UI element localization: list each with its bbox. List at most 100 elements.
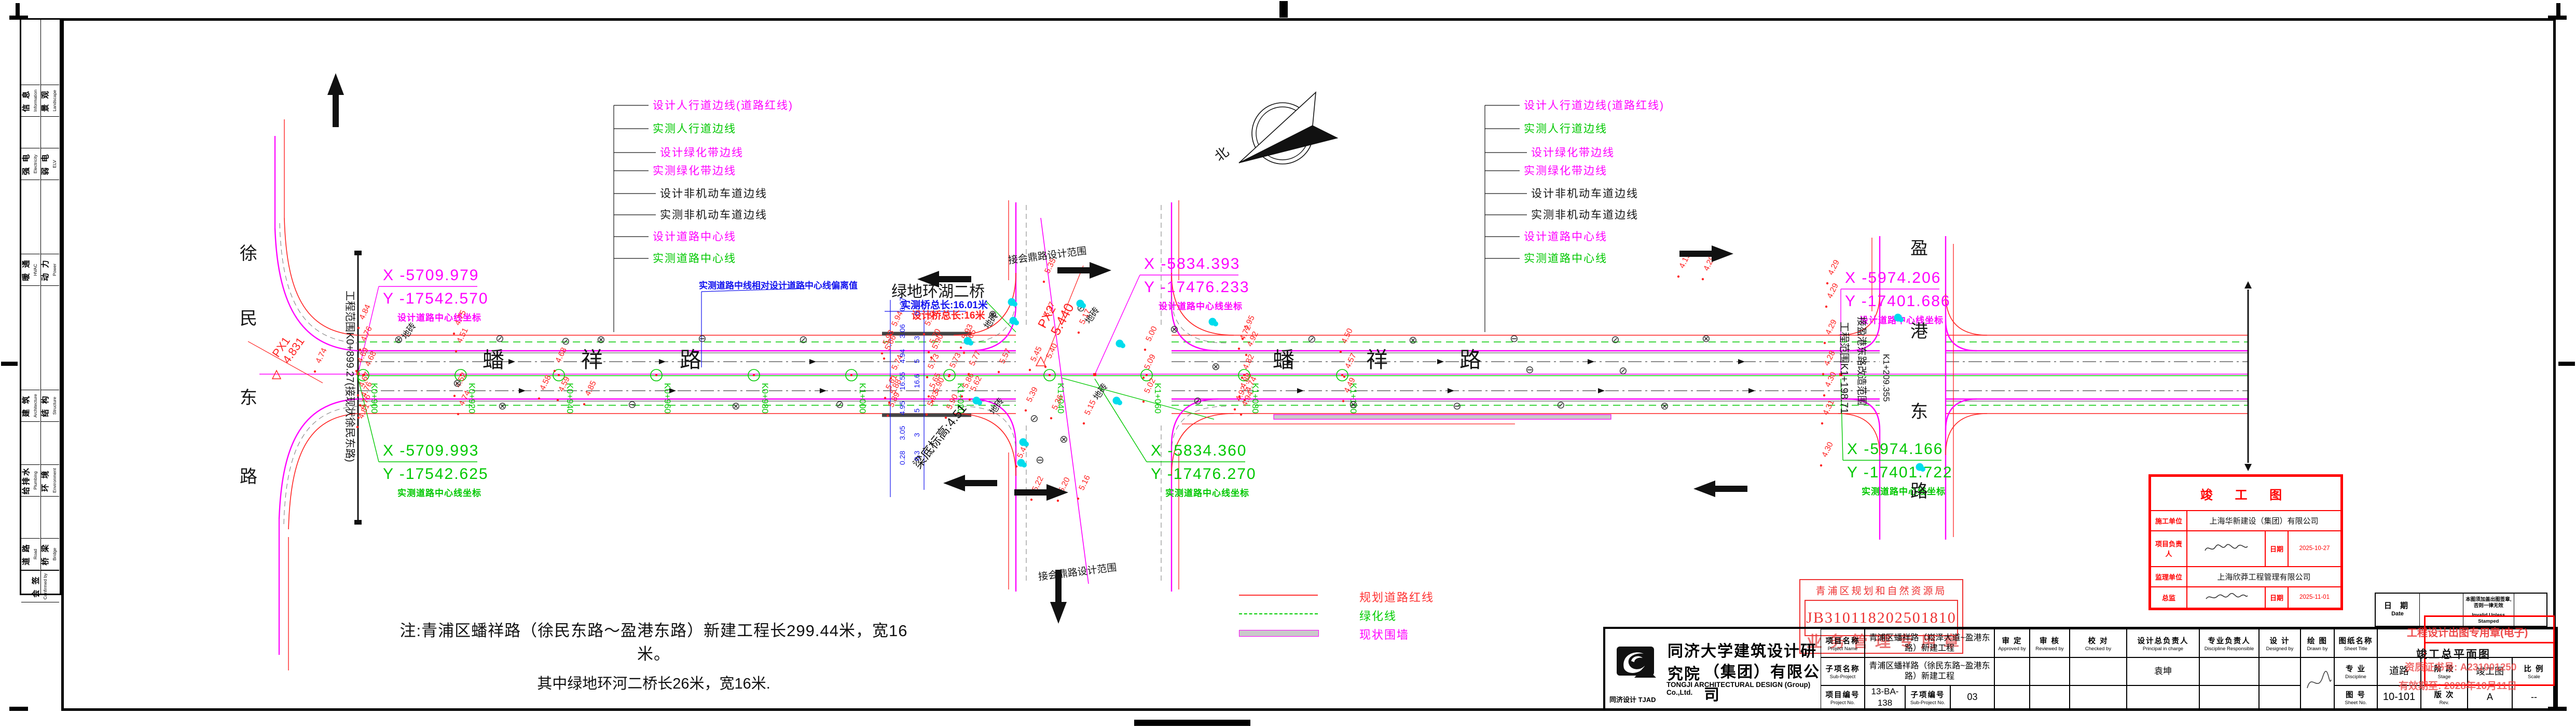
- svg-text:3: 3: [913, 433, 921, 437]
- svg-text:K1+100: K1+100: [1348, 383, 1358, 414]
- authority-name: 青浦区规划和自然资源局: [1815, 586, 1947, 597]
- subproject-value: 青浦区蟠祥路（徐民东路~盈港东路）新建工程: [1865, 657, 1994, 685]
- date-label: 日期: [2265, 586, 2289, 609]
- svg-text:K1+080: K1+080: [1250, 383, 1260, 414]
- svg-text:Y -17401.686: Y -17401.686: [1845, 293, 1951, 310]
- sheet-title-value: [2377, 629, 2556, 657]
- svg-text:⊘: ⊘: [1611, 334, 1620, 346]
- sheet-no-value: 10-101: [2377, 685, 2421, 709]
- svg-text:Y -17542.625: Y -17542.625: [383, 465, 489, 483]
- svg-text:港: 港: [1910, 322, 1928, 341]
- svg-text:设计绿化带边线: 设计绿化带边线: [1531, 147, 1615, 159]
- fold-mark: [16, 3, 20, 20]
- svg-text:K0+900: K0+900: [369, 383, 379, 414]
- date-label-en: Date: [2391, 611, 2404, 617]
- svg-text:4.95: 4.95: [898, 401, 906, 415]
- svg-text:蟠: 蟠: [483, 348, 504, 372]
- fold-mark: [1279, 1, 1288, 18]
- svg-text:3: 3: [913, 336, 921, 340]
- fold-mark: [1, 362, 18, 366]
- fold-mark: [2558, 362, 2575, 366]
- svg-text:K0+940: K0+940: [565, 383, 575, 414]
- svg-text:5.16: 5.16: [1077, 474, 1092, 492]
- svg-text:K1+020: K1+020: [956, 383, 966, 414]
- line-legend: 规划道路红线 绿化线 现状围墙: [1239, 587, 1509, 643]
- svg-text:⊗: ⊗: [988, 309, 997, 320]
- principal-extra: [2127, 685, 2199, 709]
- svg-text:K1+000: K1+000: [858, 383, 867, 414]
- svg-text:4.30: 4.30: [1823, 370, 1838, 389]
- svg-text:接盈港东路改造范围: 接盈港东路改造范围: [1856, 317, 1867, 405]
- svg-text:K0+980: K0+980: [760, 383, 770, 414]
- chief-label: 总监: [2150, 586, 2187, 609]
- svg-text:实测道路中线相对设计道路中心线偏离值: 实测道路中线相对设计道路中心线偏离值: [699, 280, 858, 291]
- svg-text:5.09: 5.09: [1142, 353, 1158, 371]
- svg-text:⊗: ⊗: [1170, 324, 1179, 335]
- designed-by-value: [2259, 657, 2301, 685]
- drawn-by-signature: [2301, 657, 2334, 709]
- svg-text:⊗: ⊗: [597, 334, 605, 346]
- svg-text:4.58: 4.58: [538, 374, 553, 392]
- svg-text:4.29: 4.29: [1824, 318, 1839, 336]
- pm-label: 项目负责人: [2150, 530, 2187, 567]
- svg-text:设计人行道边线(道路红线): 设计人行道边线(道路红线): [653, 100, 793, 112]
- issue-stamp-valid: 有效期至: 2028年10月11日: [2399, 681, 2517, 692]
- svg-text:实测非机动车道边线: 实测非机动车道边线: [660, 209, 767, 221]
- subproject-no-value: 03: [1950, 685, 1994, 709]
- approved-by-extra: [1994, 685, 2030, 709]
- note-line2: 其中绿地环河二桥长26米，宽16米.: [537, 676, 770, 692]
- svg-text:设计道路中心线: 设计道路中心线: [653, 231, 736, 243]
- issue-stamp-bar: [2426, 642, 2553, 643]
- date-label: 日期: [2265, 530, 2289, 567]
- contractor-label: 施工单位: [2150, 510, 2187, 532]
- as-built-title: 竣 工 图: [2150, 476, 2341, 511]
- svg-text:⊗: ⊗: [1660, 401, 1669, 412]
- svg-text:5.77: 5.77: [968, 349, 983, 367]
- svg-text:K0+960: K0+960: [663, 383, 672, 414]
- svg-text:实测绿化带边线: 实测绿化带边线: [653, 165, 736, 177]
- pm-signature: [2186, 530, 2266, 567]
- date-cell: 日 期 Date: [2376, 594, 2420, 626]
- svg-text:⊗: ⊗: [1059, 434, 1068, 445]
- title-block: 同济大学建筑设计研究院 （集团）有限公司 TONGJI ARCHITECTURA…: [1603, 627, 2558, 711]
- svg-text:4.29: 4.29: [1826, 258, 1841, 277]
- svg-text:⊖: ⊖: [1510, 333, 1519, 345]
- svg-text:16.6: 16.6: [913, 374, 921, 388]
- svg-text:5.73: 5.73: [948, 351, 963, 369]
- reviewed-by-extra: [2030, 685, 2070, 709]
- svg-text:⊘: ⊘: [1030, 413, 1039, 424]
- svg-text:X -5709.979: X -5709.979: [383, 267, 479, 284]
- svg-text:5.73: 5.73: [926, 352, 941, 370]
- svg-text:实测道路中心线坐标: 实测道路中心线坐标: [1862, 486, 1946, 497]
- svg-text:K1+209.355: K1+209.355: [1881, 354, 1891, 402]
- approved-by-value: [1994, 657, 2030, 685]
- svg-text:⊘: ⊘: [1556, 400, 1565, 411]
- authority-stamp: 青浦区规划和自然资源局 JB310118202501810: [1799, 579, 1963, 654]
- fold-mark: [2556, 3, 2560, 20]
- svg-text:⊖: ⊖: [698, 333, 707, 345]
- reviewed-by-value: [2030, 657, 2070, 685]
- svg-text:4.84: 4.84: [357, 303, 373, 321]
- svg-text:实测道路中心线: 实测道路中心线: [1524, 253, 1607, 265]
- svg-text:路: 路: [680, 348, 701, 372]
- svg-text:K1+040: K1+040: [1056, 383, 1066, 414]
- svg-text:⊘: ⊘: [1619, 365, 1628, 377]
- svg-text:X -5709.993: X -5709.993: [383, 442, 479, 459]
- designed-by-extra: [2259, 685, 2301, 709]
- svg-text:5.15: 5.15: [1083, 399, 1098, 417]
- strip-divider: [40, 20, 41, 594]
- issue-stamp: 工程设计出图专用章(电子) 竣工总平面图 资质证书号: A231001250 有…: [2399, 615, 2555, 692]
